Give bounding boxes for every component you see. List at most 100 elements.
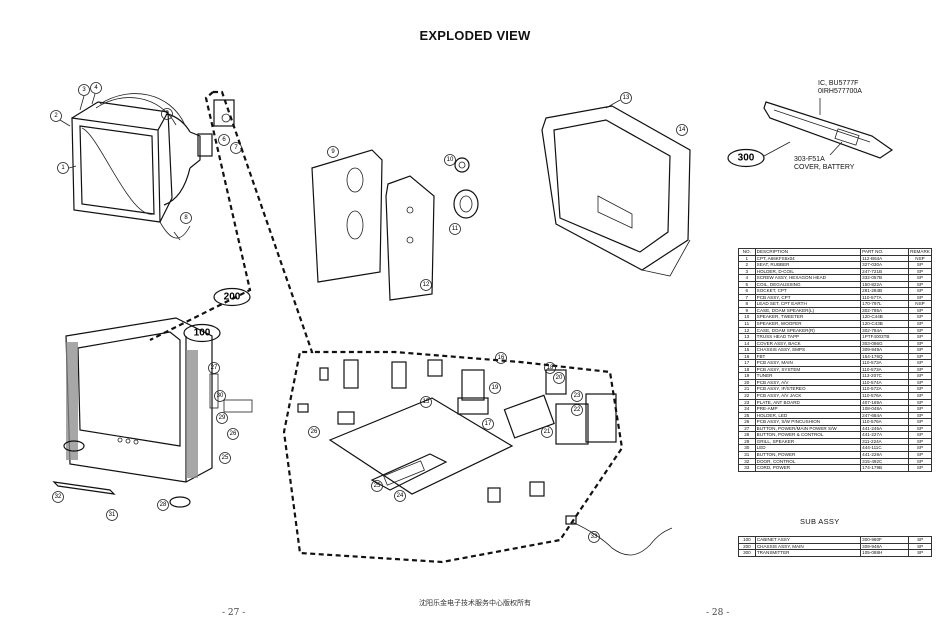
callout-33: 33 (588, 531, 600, 543)
callout-100: 100 (183, 323, 221, 343)
cell-part-no: 174-179B (860, 464, 909, 472)
callout-31: 31 (106, 509, 118, 521)
remote-ic-line1: IC, BU5777F (818, 80, 859, 87)
main-pcb (328, 397, 514, 495)
cell-part-no: 105-088H (860, 549, 910, 557)
cell-description: CHASSIS ASSY, MAIN (754, 542, 862, 551)
callout-5: 5 (161, 108, 173, 120)
crt-tube (71, 93, 213, 223)
callout-16: 16 (495, 352, 507, 364)
svg-text:25: 25 (374, 483, 381, 489)
remote-ic-line2: 0IRH577700A (818, 88, 862, 95)
callout-300: 300 (727, 148, 765, 168)
callout-15: 15 (420, 396, 432, 408)
svg-text:23: 23 (574, 393, 581, 399)
page-number-left: - 27 - (222, 608, 246, 618)
callout-9: 9 (327, 146, 339, 158)
svg-text:300: 300 (738, 153, 755, 164)
svg-text:7: 7 (234, 145, 238, 151)
svg-text:17: 17 (485, 421, 492, 427)
cell-remark: SP (908, 549, 932, 557)
callout-2: 2 (50, 110, 62, 122)
remote-cover-line1: 303-F51A (794, 156, 825, 163)
svg-text:31: 31 (109, 512, 116, 518)
cell-part-no: 309-948A (860, 542, 910, 551)
svg-text:1: 1 (61, 165, 65, 171)
svg-text:33: 33 (591, 534, 598, 540)
control-door (52, 481, 116, 495)
speaker-case-right (385, 175, 435, 301)
callout-24: 24 (394, 490, 406, 502)
svg-text:22: 22 (574, 407, 581, 413)
svg-text:10: 10 (447, 157, 454, 163)
cpt-socket (213, 99, 235, 127)
svg-text:5: 5 (165, 111, 169, 117)
remote-cover-label: 303-F51A COVER, BATTERY (794, 156, 854, 172)
cell-no: 300 (738, 549, 756, 557)
svg-text:15: 15 (423, 399, 430, 405)
copyright-watermark: 沈阳乐金电子技术服务中心版权所有 (419, 599, 531, 607)
callout-13: 13 (620, 92, 632, 104)
cabinet (63, 317, 213, 508)
svg-text:4: 4 (94, 85, 98, 91)
callout-26: 26 (227, 428, 239, 440)
svg-text:27: 27 (211, 365, 218, 371)
cell-description: TRANSMITTER (754, 549, 862, 557)
callout-29: 29 (216, 412, 228, 424)
svg-text:100: 100 (194, 328, 211, 339)
speaker-case-left (311, 149, 383, 283)
svg-text:8: 8 (184, 215, 188, 221)
callout-25b: 25 (371, 480, 383, 492)
cell-remark: SP (908, 464, 932, 472)
callout-23: 23 (571, 390, 583, 402)
callout-18: 18 (544, 362, 556, 374)
callout-17: 17 (482, 418, 494, 430)
power-cord (565, 515, 673, 556)
svg-text:19: 19 (492, 385, 499, 391)
svg-text:25: 25 (222, 455, 229, 461)
svg-text:2: 2 (54, 113, 58, 119)
cell-description: CORD, POWER (754, 464, 862, 472)
cell-remark: SP (908, 536, 932, 544)
callout-28: 28 (157, 499, 169, 511)
cell-description: CABINET ASSY (754, 536, 862, 544)
callout-8: 8 (180, 212, 192, 224)
chassis-boundary (213, 90, 624, 564)
callout-26b: 26 (308, 426, 320, 438)
svg-text:13: 13 (623, 95, 630, 101)
back-cover (541, 105, 691, 277)
svg-text:12: 12 (423, 282, 430, 288)
callout-32: 32 (52, 491, 64, 503)
page-title: EXPLODED VIEW (419, 28, 531, 43)
callout-19: 19 (489, 382, 501, 394)
callout-1: 1 (57, 162, 69, 174)
parts-table-header: NO. DESCRIPTION PART NO. REMARK (738, 248, 932, 256)
svg-text:29: 29 (219, 415, 226, 421)
svg-text:200: 200 (224, 292, 241, 303)
cell-no: 33 (738, 464, 756, 472)
svg-text:18: 18 (547, 365, 554, 371)
callout-22: 22 (571, 404, 583, 416)
degaussing-coil-lead (159, 221, 191, 241)
callout-20: 20 (553, 372, 565, 384)
svg-text:26: 26 (230, 431, 237, 437)
callout-25: 25 (219, 452, 231, 464)
remote-cover-line2: COVER, BATTERY (794, 164, 855, 171)
callout-11: 11 (449, 223, 461, 235)
svg-text:32: 32 (55, 494, 62, 500)
callout-6: 6 (218, 134, 230, 146)
callout-200: 200 (213, 287, 251, 307)
callout-10: 10 (444, 154, 456, 166)
svg-text:20: 20 (556, 375, 563, 381)
callout-4: 4 (90, 82, 102, 94)
